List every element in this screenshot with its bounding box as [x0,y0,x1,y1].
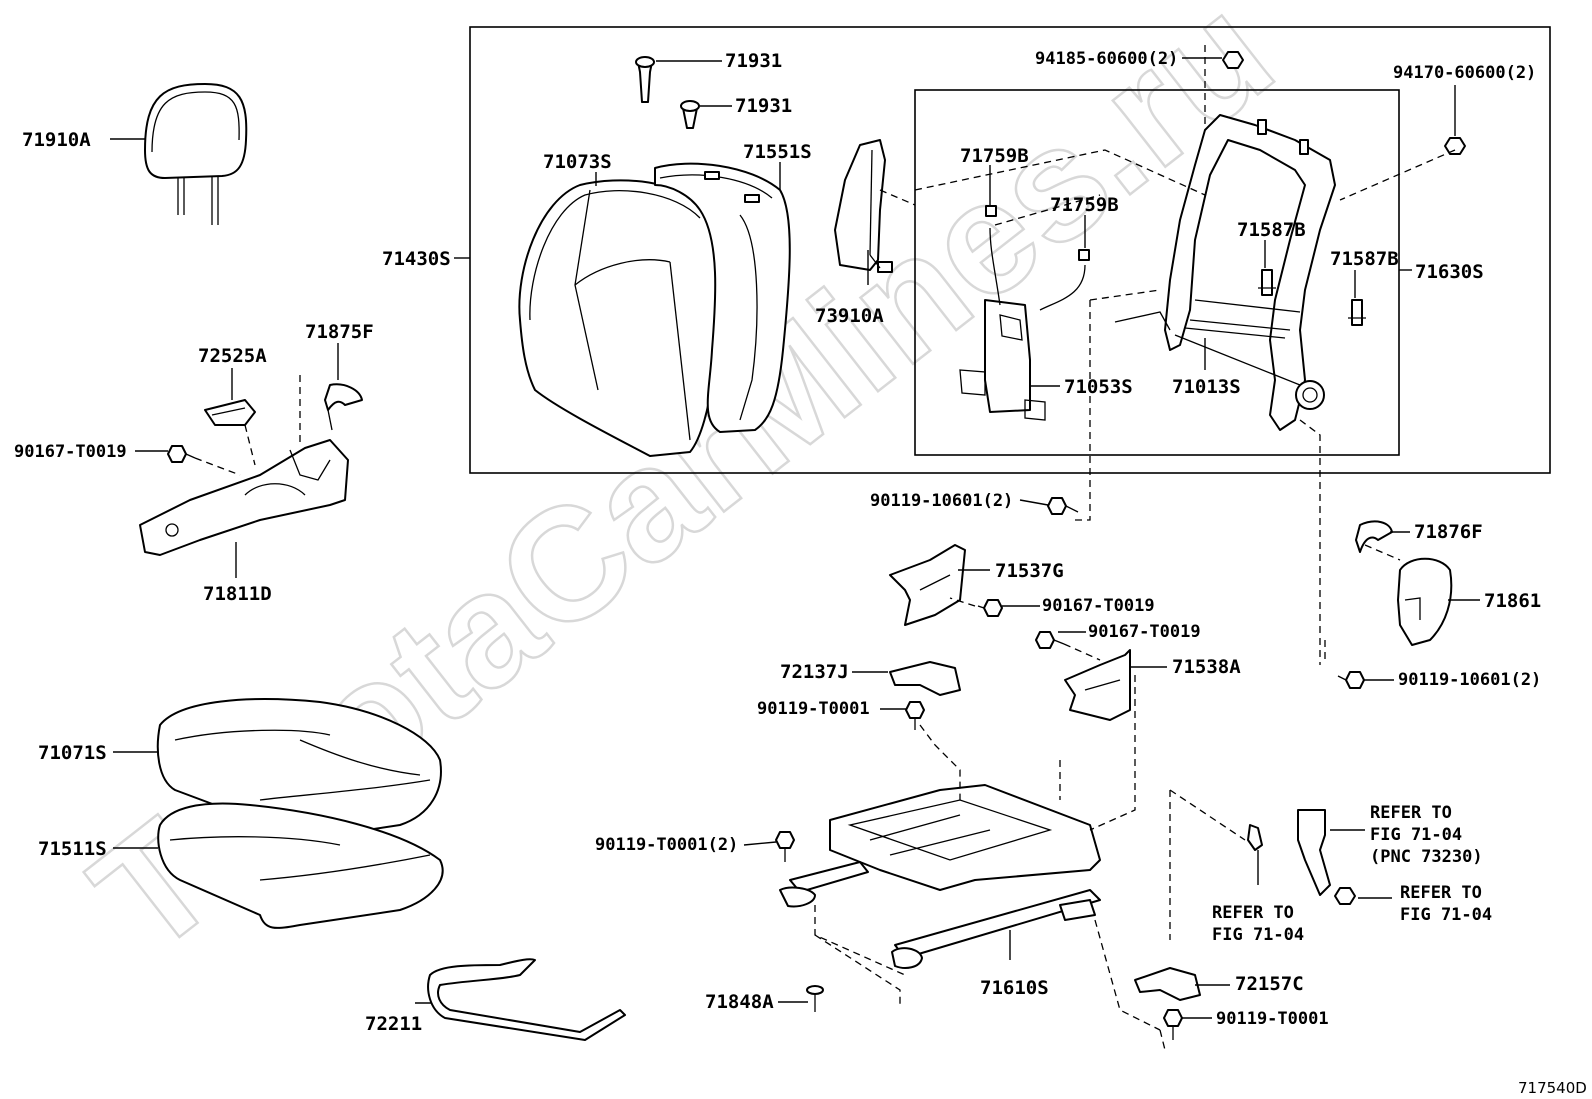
reference-note-anchor: REFER TO FIG 71-04 [1400,883,1492,925]
label-73910A: 73910A [815,305,884,327]
label-71861: 71861 [1484,590,1541,612]
cover-part-71875F[interactable] [324,383,363,431]
seat-side-cover-part[interactable] [139,439,349,556]
label-71875F: 71875F [305,321,374,343]
bolt-71848A[interactable] [806,985,824,1012]
label-90119-T0001-b: 90119-T0001(2) [595,835,738,855]
label-71013S: 71013S [1172,376,1241,398]
screw-90167-center-a[interactable] [977,599,1003,617]
label-71071S: 71071S [38,742,107,764]
reference-note-buckle-line1: REFER TO [1370,803,1452,823]
label-71931-b: 71931 [735,95,792,117]
cover-part-71861[interactable] [1397,557,1453,646]
clip-part-71931-a[interactable] [635,56,655,103]
wire-part-72211[interactable] [427,958,626,1041]
label-71848A: 71848A [705,991,774,1013]
figure-id: 717540D [1518,1079,1587,1097]
label-71610S: 71610S [980,977,1049,999]
reference-note-bracket: REFER TO FIG 71-04 [1212,903,1304,945]
label-71511S: 71511S [38,838,107,860]
bolt-90119-T0001-a[interactable] [905,701,925,730]
clip-part-71587B-b[interactable] [1348,299,1366,326]
label-71053S: 71053S [1064,376,1133,398]
label-71630S: 71630S [1415,261,1484,283]
clip-part-71587B-a[interactable] [1258,269,1276,296]
clip-part-71931-b[interactable] [680,100,700,129]
bolt-90119-10601-right[interactable] [1337,671,1365,689]
label-90119-10601-right: 90119-10601(2) [1398,670,1541,690]
label-71073S: 71073S [543,151,612,173]
label-90167-T0019-center-b: 90167-T0019 [1088,622,1201,642]
reference-note-bracket-line2: FIG 71-04 [1212,925,1304,945]
reference-note-buckle: REFER TO FIG 71-04 (PNC 73230) [1370,803,1483,867]
label-72157C: 72157C [1235,973,1304,995]
label-71759B-b: 71759B [1050,194,1119,216]
lumbar-support-part[interactable] [959,205,1090,421]
label-72137J: 72137J [780,661,849,683]
bracket-part-72157C[interactable] [1134,967,1201,1001]
label-71587B-a: 71587B [1237,219,1306,241]
bracket-part-72137J[interactable] [889,661,961,696]
label-90119-T0001-a: 90119-T0001 [757,699,870,719]
label-90119-T0001-c: 90119-T0001 [1216,1009,1329,1029]
side-airbag-part[interactable] [834,139,893,273]
reference-note-anchor-line1: REFER TO [1400,883,1482,903]
headrest-part[interactable] [144,83,248,225]
label-94170-60600: 94170-60600(2) [1393,63,1536,83]
reference-note-bracket-line1: REFER TO [1212,903,1294,923]
label-72211: 72211 [365,1013,422,1035]
seatbelt-anchor-nut[interactable] [1334,887,1356,905]
seat-cushion-pad-part[interactable] [157,802,444,929]
label-71430S: 71430S [382,248,451,270]
bracket-part-71538A[interactable] [1064,649,1131,721]
bolt-90119-10601-upper[interactable] [1047,497,1079,515]
label-90119-10601-upper: 90119-10601(2) [870,491,1013,511]
label-72525A: 72525A [198,345,267,367]
screw-90167-center-b[interactable] [1035,631,1065,649]
label-71587B-b: 71587B [1330,248,1399,270]
label-71931-a: 71931 [725,50,782,72]
label-71759B-a: 71759B [960,145,1029,167]
label-71551S: 71551S [743,141,812,163]
label-71910A: 71910A [22,129,91,151]
label-71537G: 71537G [995,560,1064,582]
label-71876F: 71876F [1414,521,1483,543]
reference-note-buckle-line2: FIG 71-04 [1370,825,1462,845]
recliner-handle-part[interactable] [204,399,256,426]
label-94185-60600: 94185-60600(2) [1035,49,1178,69]
label-71538A: 71538A [1172,656,1241,678]
seatbelt-buckle-part[interactable] [1297,809,1331,896]
bracket-part-71537G[interactable] [889,544,966,626]
label-90167-T0019-left: 90167-T0019 [14,442,127,462]
seatbelt-bracket-part[interactable] [1247,824,1263,851]
nut-94170[interactable] [1444,137,1466,155]
cover-part-71876F[interactable] [1355,520,1393,553]
seatback-cover-part[interactable] [518,179,724,457]
seatback-frame-part[interactable] [1114,114,1336,431]
reference-note-buckle-line3: (PNC 73230) [1370,847,1483,867]
screw-90167-left[interactable] [167,445,196,463]
seatback-assembly-box [469,26,1551,474]
bolt-90119-T0001-b[interactable] [775,831,795,862]
seatback-frame-box [914,89,1400,456]
label-71811D: 71811D [203,583,272,605]
seat-adjuster-part[interactable] [779,784,1101,969]
reference-note-anchor-line2: FIG 71-04 [1400,905,1492,925]
nut-94185[interactable] [1222,51,1244,69]
bolt-90119-T0001-c[interactable] [1163,1009,1183,1040]
label-90167-T0019-center-a: 90167-T0019 [1042,596,1155,616]
